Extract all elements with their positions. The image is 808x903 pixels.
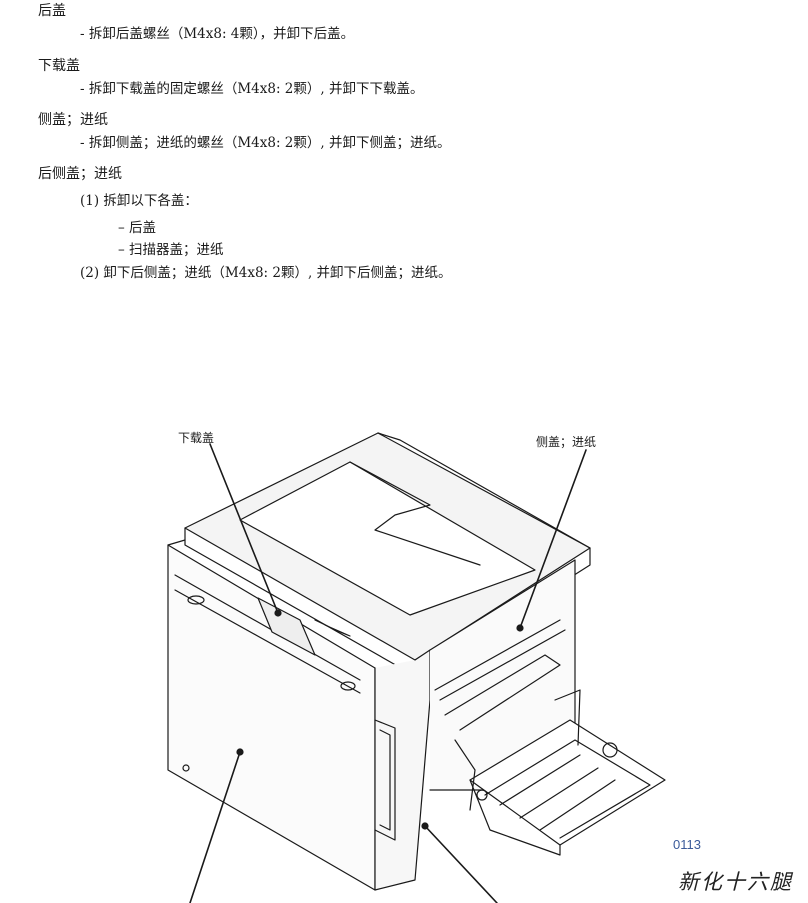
figure-code: 0113	[673, 837, 701, 852]
step-rear-cover: - 拆卸后盖螺丝（M4x8: 4颗），并卸下后盖。	[80, 26, 355, 42]
heading-side-cover: 侧盖；进纸	[38, 112, 108, 128]
sub-item-rear-cover: – 后盖	[118, 220, 157, 236]
label-download-cover: 下载盖	[178, 431, 215, 445]
watermark-seal: 新化十六腿	[678, 870, 793, 894]
heading-rear-cover: 后盖	[38, 3, 66, 19]
step-download-cover: - 拆卸下载盖的固定螺丝（M4x8: 2颗）, 并卸下下载盖。	[80, 81, 424, 97]
heading-download-cover: 下载盖	[38, 58, 80, 74]
step-side-cover: - 拆卸侧盖；进纸的螺丝（M4x8: 2颗）, 并卸下侧盖；进纸。	[80, 135, 451, 151]
heading-rear-side-cover: 后侧盖；进纸	[38, 166, 122, 182]
sub-item-scanner-cover: – 扫描器盖；进纸	[118, 242, 224, 258]
label-side-cover: 侧盖；进纸	[536, 435, 597, 449]
step-1: (1) 拆卸以下各盖：	[80, 193, 198, 209]
step-2: (2) 卸下后侧盖；进纸（M4x8: 2颗）, 并卸下后侧盖；进纸。	[80, 265, 452, 281]
